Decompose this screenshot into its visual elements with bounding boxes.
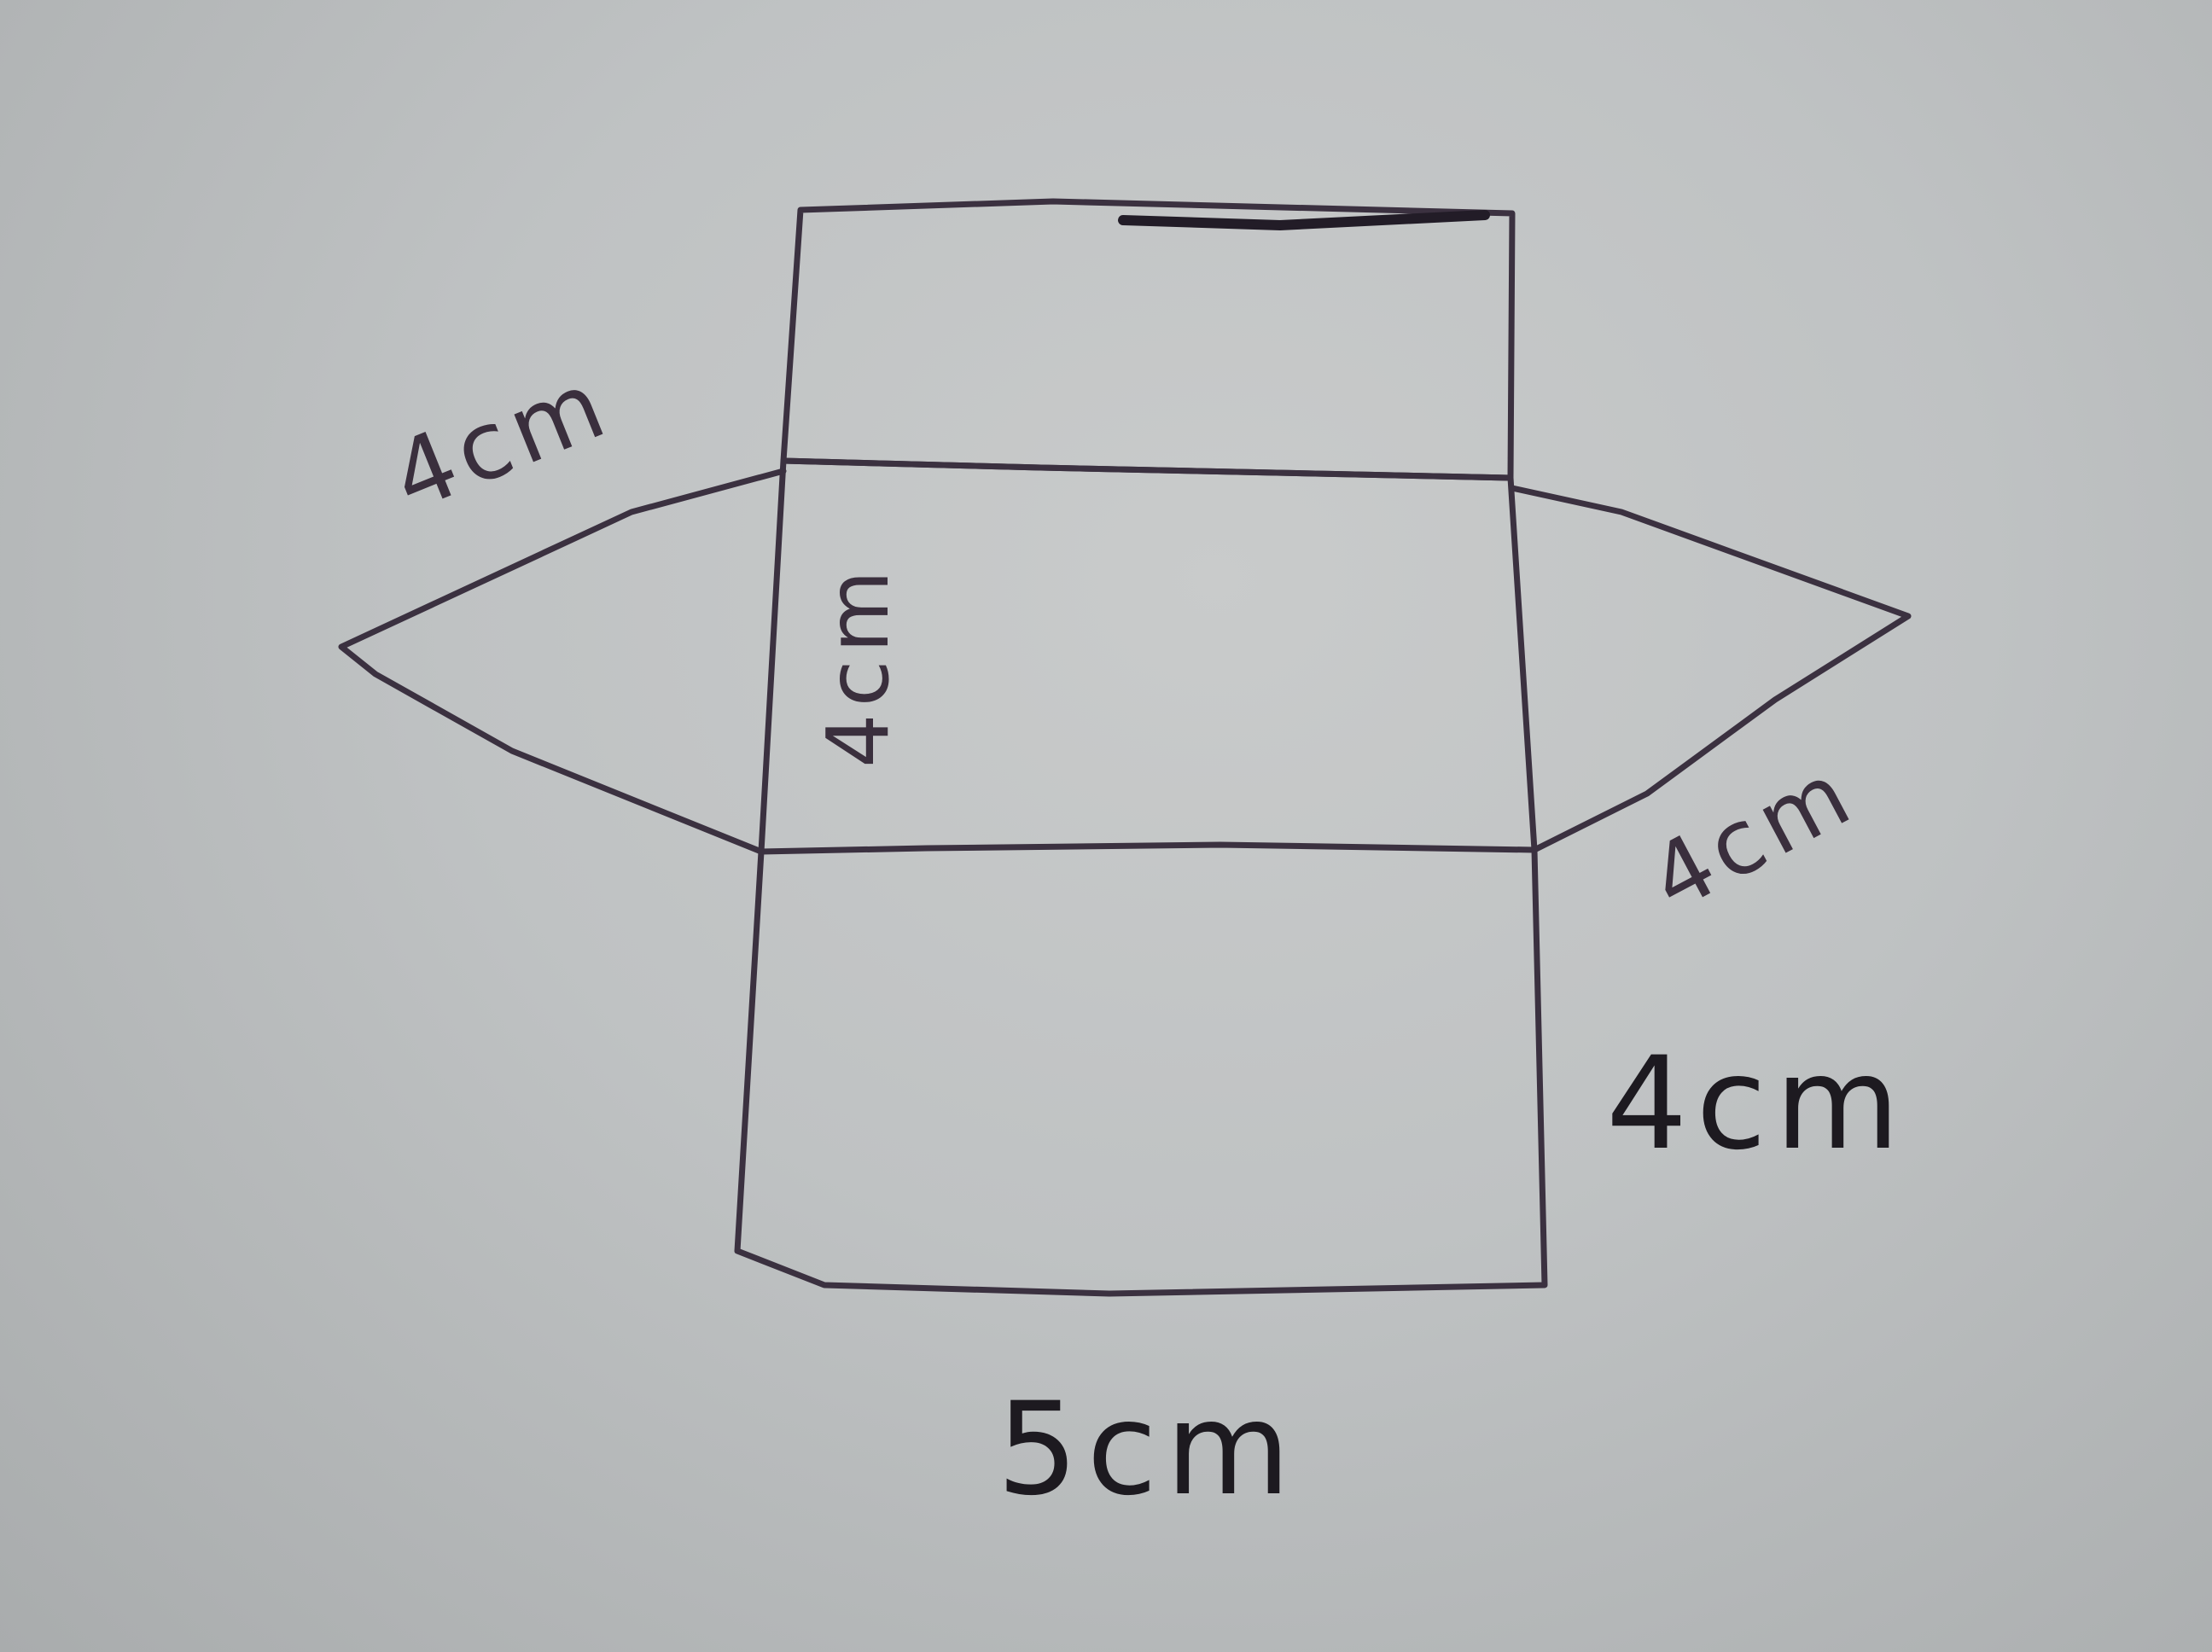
right-triangle-edge-label: 4cm	[1633, 740, 1871, 932]
left-triangle-edge-label: 4cm	[377, 347, 626, 532]
middle-rectangle	[758, 457, 1538, 855]
bottom-rectangle-height-label: 4cm	[1606, 1030, 1908, 1178]
right-triangle	[1509, 485, 1912, 853]
base-width-label: 5cm	[997, 1376, 1299, 1524]
middle-rectangle-height-label: 4cm	[808, 563, 908, 768]
top-edge-bold-stroke	[1118, 210, 1490, 230]
left-triangle	[338, 468, 787, 855]
top-rectangle	[780, 198, 1516, 481]
bottom-rectangle	[734, 846, 1548, 1297]
